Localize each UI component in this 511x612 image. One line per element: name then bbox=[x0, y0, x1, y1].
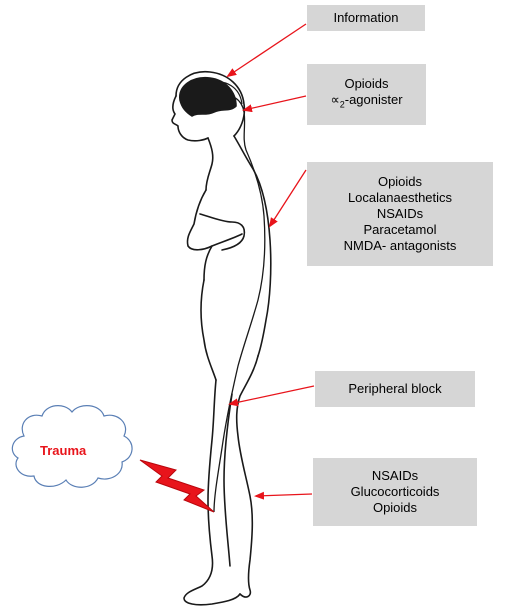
local-opioids: Opioids bbox=[373, 500, 417, 516]
spinal-localanaesthetics: Localanaesthetics bbox=[348, 190, 452, 206]
arrow-information bbox=[228, 24, 306, 76]
arrow-spinal bbox=[270, 170, 306, 226]
trauma-label: Trauma bbox=[40, 443, 86, 458]
arrow-peripheral bbox=[230, 386, 314, 404]
peripheral-text: Peripheral block bbox=[348, 381, 441, 397]
arrow-opioids-alpha2 bbox=[244, 96, 306, 110]
label-opioids-alpha2: Opioids ∝2-agonister bbox=[307, 64, 426, 125]
local-nsaids: NSAIDs bbox=[372, 468, 418, 484]
spinal-nsaids: NSAIDs bbox=[377, 206, 423, 222]
label-information: Information bbox=[307, 5, 425, 31]
body-outline bbox=[172, 72, 271, 605]
label-peripheral-block: Peripheral block bbox=[315, 371, 475, 407]
spinal-opioids: Opioids bbox=[378, 174, 422, 190]
lightning-bolt bbox=[140, 460, 214, 512]
arrow-local bbox=[256, 494, 312, 496]
label-local-drugs: NSAIDs Glucocorticoids Opioids bbox=[313, 458, 477, 526]
local-glucocorticoids: Glucocorticoids bbox=[351, 484, 440, 500]
spinal-nmda: NMDA- antagonists bbox=[344, 238, 457, 254]
opioids-text: Opioids bbox=[344, 76, 388, 92]
information-text: Information bbox=[333, 10, 398, 26]
spinal-paracetamol: Paracetamol bbox=[364, 222, 437, 238]
label-spinal-drugs: Opioids Localanaesthetics NSAIDs Paracet… bbox=[307, 162, 493, 266]
alpha2-agonist-text: ∝2-agonister bbox=[330, 92, 402, 113]
